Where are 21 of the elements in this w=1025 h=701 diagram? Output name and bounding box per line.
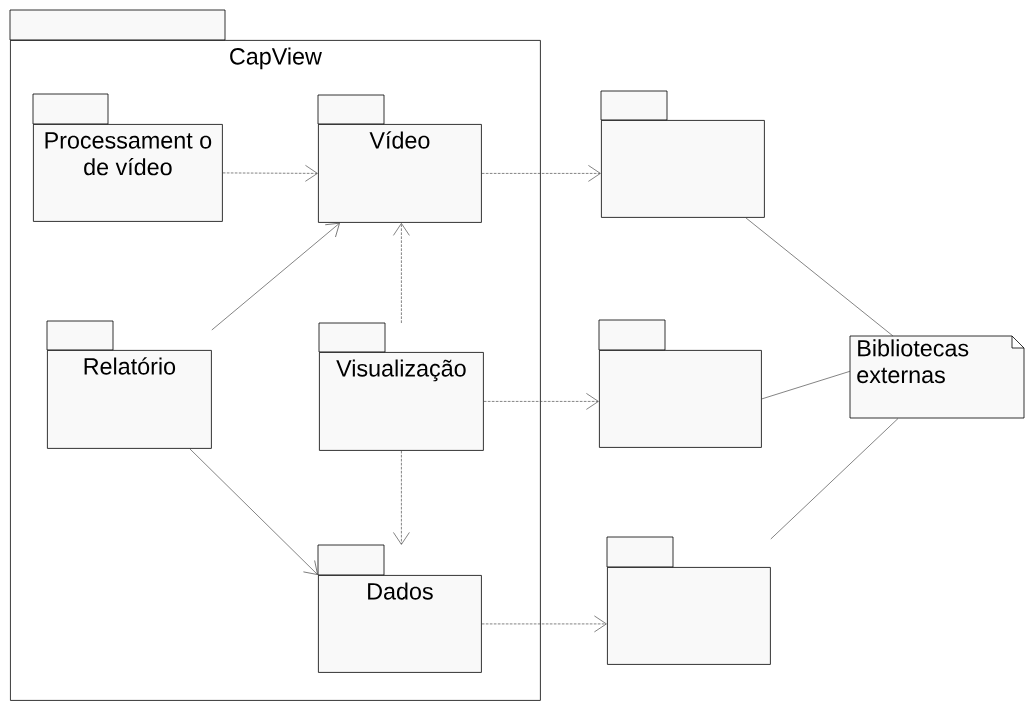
arrow — [222, 165, 318, 182]
arrow — [481, 165, 601, 182]
arrow — [189, 448, 318, 575]
package-folder: Visualização — [318, 322, 484, 451]
arrow — [393, 223, 410, 324]
arrow — [393, 450, 410, 545]
package-folder — [600, 90, 765, 218]
note-box: Bibliotecas externas — [849, 335, 1025, 419]
connector-line — [745, 217, 894, 337]
connector-line — [761, 370, 851, 400]
node-label: CapView — [230, 47, 322, 70]
arrow — [481, 615, 607, 633]
package-folder — [598, 319, 762, 448]
package-folder: Vídeo — [317, 94, 482, 223]
arrow — [483, 393, 599, 410]
package-folder — [606, 536, 771, 665]
arrow — [211, 222, 340, 331]
package-folder: Dados — [317, 544, 482, 673]
package-folder: Relatório — [46, 320, 212, 449]
connector-line — [770, 418, 899, 540]
package-folder: Processament o de vídeo — [32, 93, 223, 222]
